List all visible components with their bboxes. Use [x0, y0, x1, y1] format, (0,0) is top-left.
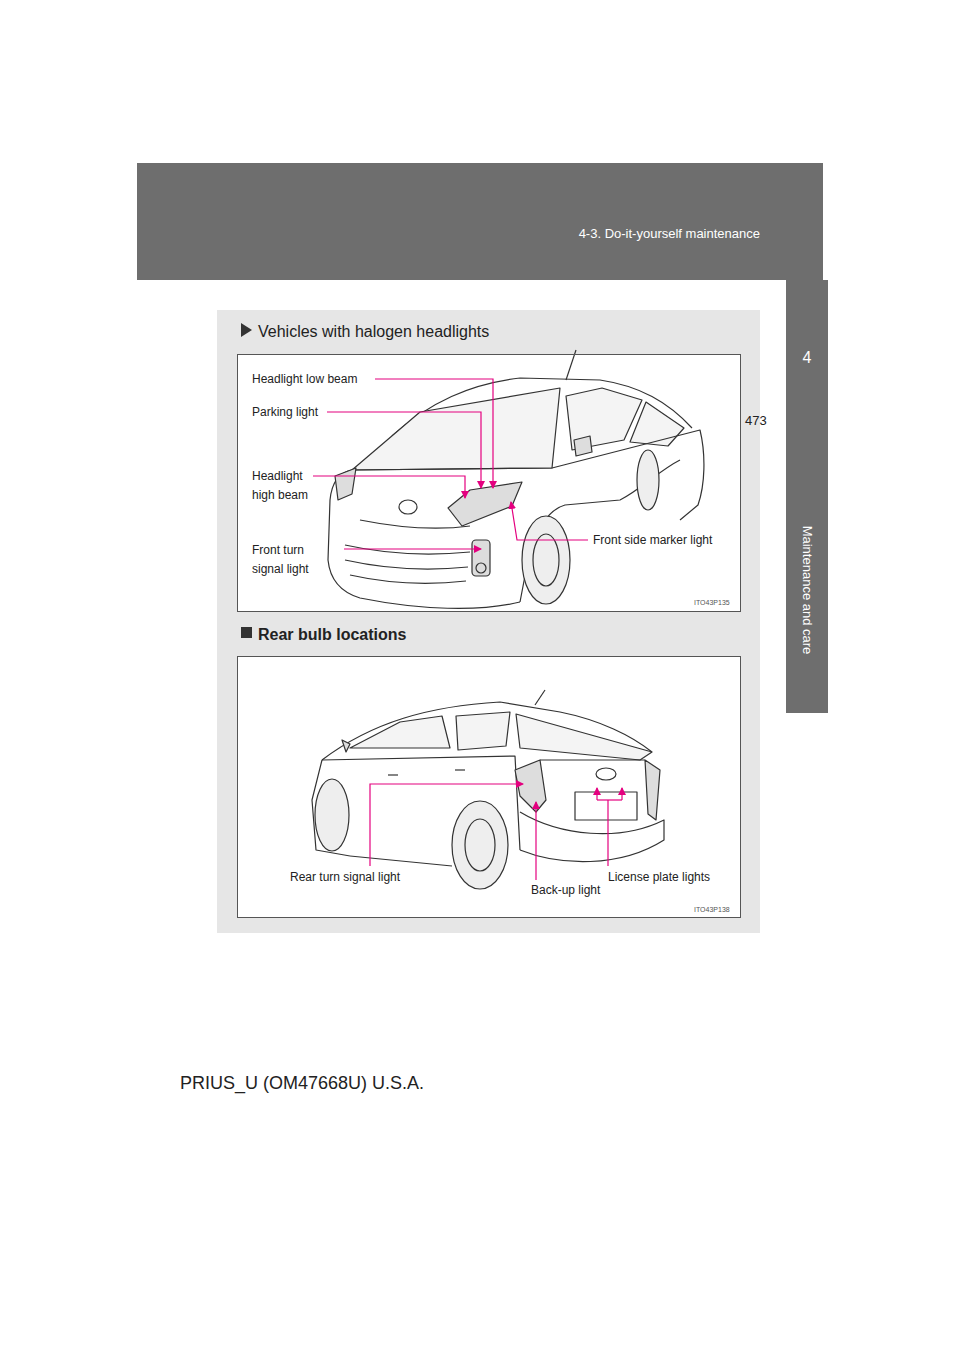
- section-heading: Vehicles with halogen headlights: [258, 321, 489, 342]
- figure-frame: Rear turn signal lightBack-up light Licen…: [237, 656, 741, 918]
- chapter-title: Maintenance and care: [799, 526, 816, 655]
- part-label: Back-up light: [531, 881, 600, 900]
- part-label: License plate lights: [608, 868, 710, 887]
- chapter-number: 4: [803, 347, 812, 368]
- figure-frame: Headlight low beamParking lightHeadlight…: [237, 354, 741, 612]
- figure-code: ITO43P138: [694, 905, 730, 914]
- part-label: Front side marker light: [593, 531, 712, 550]
- part-label: Parking light: [252, 403, 318, 422]
- part-label: Front turn signal light: [252, 541, 330, 579]
- page-number: 473: [745, 412, 767, 429]
- footer-text: PRIUS_U (OM47668U) U.S.A.: [180, 1072, 424, 1095]
- part-label: Headlight low beam: [252, 370, 357, 389]
- part-label: Rear turn signal light: [290, 868, 400, 887]
- gray-panel: Vehicles with halogen headlightsRear bul…: [217, 310, 760, 933]
- figure-code: ITO43P135: [694, 598, 730, 607]
- part-label: Headlight high beam: [252, 467, 322, 505]
- section-heading: Rear bulb locations: [258, 624, 406, 645]
- section-header: 4-3. Do-it-yourself maintenance: [579, 225, 760, 242]
